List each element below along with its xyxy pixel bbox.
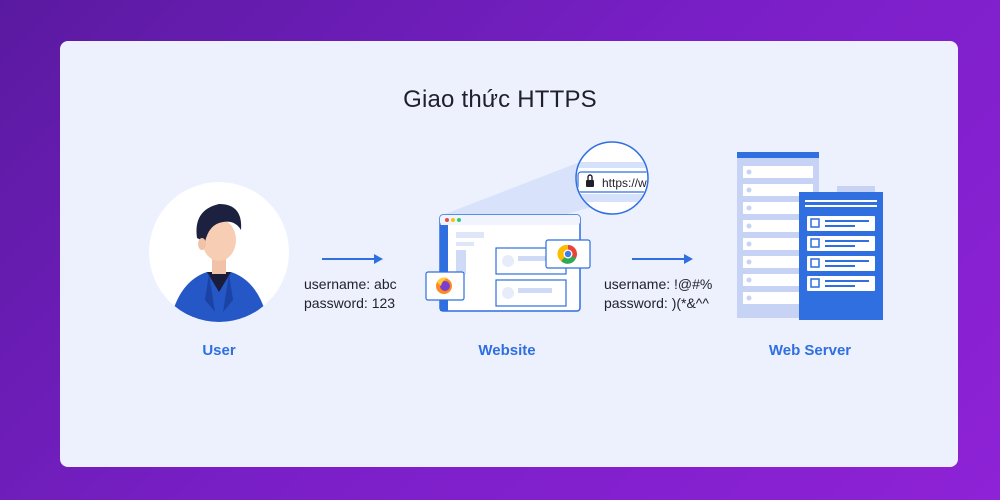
web-server-illustration xyxy=(737,152,883,320)
url-preview-text: https://w xyxy=(602,176,647,190)
arrow-user-to-website xyxy=(322,254,383,264)
diagram-title: Giao thức HTTPS xyxy=(403,86,597,113)
credentials-plain: username: abc password: 123 xyxy=(304,275,397,313)
credentials-encrypted: username: !@#% password: )(*&^^ xyxy=(604,275,712,313)
credentials-encrypted-password: password: )(*&^^ xyxy=(604,295,709,311)
user-label: User xyxy=(202,342,236,359)
credentials-plain-password: password: 123 xyxy=(304,295,396,311)
user-avatar xyxy=(149,182,289,322)
website-illustration xyxy=(425,141,649,312)
arrow-website-to-server xyxy=(632,254,693,264)
credentials-plain-username: username: abc xyxy=(304,276,397,292)
credentials-encrypted-username: username: !@#% xyxy=(604,276,713,292)
web-server-label: Web Server xyxy=(768,342,852,359)
website-label: Website xyxy=(478,342,536,359)
